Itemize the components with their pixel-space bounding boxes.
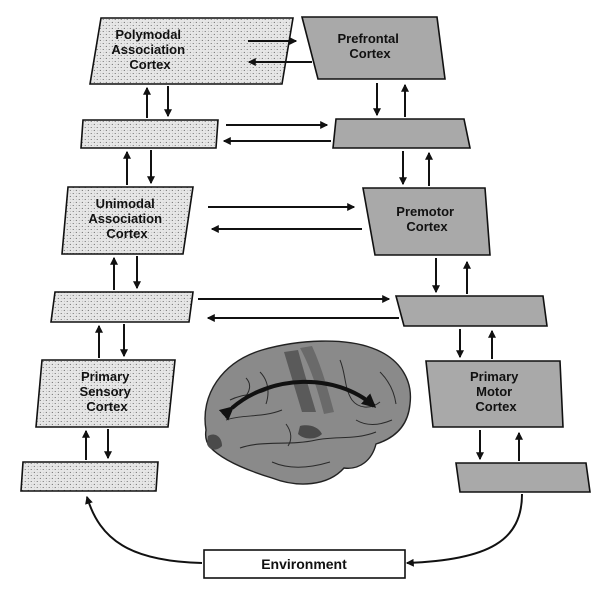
- brain-lateral-view-icon: [204, 340, 412, 485]
- premotor-cortex-box: [362, 187, 491, 256]
- arrow-motor-to-environment: [405, 493, 523, 567]
- motor-relay-box-2: [394, 295, 548, 327]
- polymodal-association-cortex-box: [89, 17, 294, 85]
- premotor-cortex-label: Premotor Cortex: [396, 204, 457, 234]
- prefrontal-cortex-box: [300, 16, 446, 80]
- polymodal-association-cortex-label: Polymodal Association Cortex: [111, 27, 188, 72]
- unimodal-association-cortex-box: [61, 186, 194, 255]
- sensory-relay-box-2: [50, 291, 194, 323]
- motor-relay-box-1: [332, 118, 471, 149]
- primary-motor-cortex-label: Primary Motor Cortex: [470, 369, 522, 414]
- environment-label: Environment: [261, 556, 347, 572]
- sensory-relay-box-1: [80, 119, 219, 149]
- arrow-environment-to-sensory: [85, 495, 203, 564]
- primary-motor-cortex-box: [425, 360, 564, 428]
- prefrontal-cortex-label: Prefrontal Cortex: [337, 31, 402, 61]
- environment-box: [203, 549, 406, 579]
- sensory-relay-box-3: [20, 461, 159, 492]
- motor-relay-box-3: [455, 462, 591, 493]
- primary-sensory-cortex-box: [35, 359, 176, 428]
- unimodal-association-cortex-label: Unimodal Association Cortex: [88, 196, 165, 241]
- primary-sensory-cortex-label: Primary Sensory Cortex: [80, 369, 135, 414]
